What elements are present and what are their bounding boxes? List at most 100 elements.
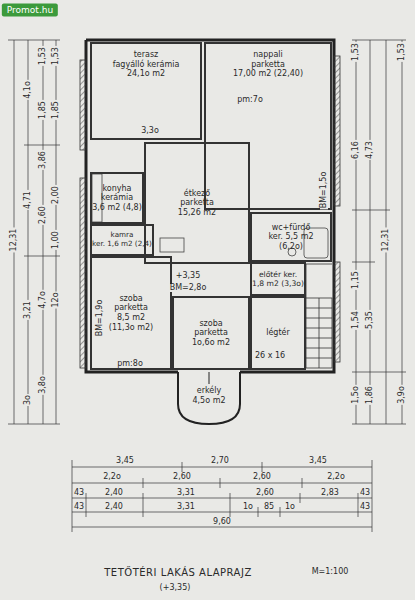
dimension-label: 9,60	[212, 518, 232, 526]
dimension-label: 12,31	[10, 228, 18, 253]
dimension-label: 2,00	[52, 185, 60, 205]
dimension-label: 3,31	[176, 489, 196, 497]
dimension-label: 2,60	[255, 489, 275, 497]
dimension-label: 85	[263, 503, 275, 511]
room-label: 3,6 m2 (4,8)	[92, 203, 142, 213]
dimension-label: (+3,35)	[159, 584, 192, 592]
dimension-label: 1,00	[52, 230, 60, 250]
room-label: ker. 1,6 m2 (2,4)	[92, 240, 152, 249]
dimension-label: 1,85	[39, 100, 47, 120]
outer-walls	[86, 40, 334, 372]
dimension-label: 2,60	[39, 205, 47, 225]
room-label: nappali	[253, 50, 282, 60]
dimension-label: BM=2,8o	[169, 284, 208, 292]
dimension-label: 1,53	[398, 42, 406, 62]
dimension-label: 4,1o	[24, 80, 32, 100]
dimension-label: 4,71	[24, 190, 32, 210]
dimension-label: 6,16	[352, 140, 360, 160]
room-label: 15,26 m2	[178, 208, 216, 218]
room-label: ker. 5,5 m2	[268, 232, 313, 242]
dimension-label: 43	[359, 489, 371, 497]
dimension-label: pm:8o	[116, 360, 144, 368]
dimension-label: 3,3o	[140, 127, 160, 135]
dimension-label: 43	[73, 503, 85, 511]
dimension-label: BM=1,5o	[320, 171, 328, 210]
dimension-label: 3,9o	[398, 385, 406, 405]
dimension-label: 3,45	[308, 457, 328, 465]
dimension-lines	[8, 40, 406, 532]
dimension-label: 43	[73, 489, 85, 497]
dimension-label: 4,7o	[39, 290, 47, 310]
drawing-title: TETŐTÉRI LAKÁS ALAPRAJZ	[104, 567, 252, 578]
room-label: légtér	[266, 328, 290, 338]
dimension-label: 4,73	[366, 140, 374, 160]
wall-hatching	[80, 56, 340, 368]
dimension-label: 2,83	[320, 489, 340, 497]
room: kamraker. 1,6 m2 (2,4)	[90, 224, 154, 256]
dimension-label: 5,35	[366, 310, 374, 330]
room-label: étkező	[184, 189, 210, 199]
room-label: (6,2o)	[279, 242, 303, 252]
dimension-label: 1,53	[52, 46, 60, 66]
room: teraszfagyálló kerámia24,1o m2	[90, 42, 202, 140]
furniture	[92, 174, 328, 258]
dimension-label: 3,8o	[39, 375, 47, 395]
dimension-label: 1,5o	[352, 385, 360, 405]
dimension-label: 1,86	[366, 385, 374, 405]
room-label: kamra	[111, 231, 134, 240]
dimension-label: 2,60	[172, 473, 192, 481]
dimension-label: 1o	[242, 503, 254, 511]
dimension-label: 1,53	[39, 46, 47, 66]
dimension-label: 3o	[24, 394, 32, 406]
dimension-label: 2,60	[252, 473, 272, 481]
dimension-label: 3,21	[24, 300, 32, 320]
dimension-label: 1,85	[52, 100, 60, 120]
room-label: parketta	[194, 328, 228, 338]
dimension-label: 2,2o	[326, 473, 346, 481]
room: szobaparketta1o,6o m2	[172, 296, 250, 370]
dimension-label: +3,35	[175, 272, 202, 280]
room-label: szoba	[199, 319, 222, 329]
room: előtér ker.1,8 m2 (3,3o)	[250, 262, 306, 296]
watermark: Promot.hu	[2, 4, 58, 17]
room-label: parketta	[251, 60, 285, 70]
room-label: szoba	[119, 294, 142, 304]
dimension-label: pm:7o	[236, 96, 264, 104]
room-label: 1o,6o m2	[192, 338, 230, 348]
room-label: 4,5o m2	[192, 396, 225, 406]
dimension-label: 2,40	[104, 489, 124, 497]
dimension-label: 2,2o	[102, 473, 122, 481]
room-label: kerámia	[101, 193, 133, 203]
dimension-label: 3,86	[39, 150, 47, 170]
stair-symbol	[306, 264, 332, 368]
room-label: 8,5 m2	[117, 313, 145, 323]
room: konyhakerámia3,6 m2 (4,8)	[90, 172, 144, 224]
room: wc+fürdőker. 5,5 m2(6,2o)	[250, 212, 332, 262]
room-label: parketta	[180, 198, 214, 208]
dimension-label: 26 x 16	[254, 352, 286, 360]
dimension-label: 1,15	[352, 270, 360, 290]
dimension-label: 43	[359, 503, 371, 511]
dimension-label: 12,31	[382, 228, 390, 253]
room-label: 1,8 m2 (3,3o)	[252, 279, 304, 288]
room-label: 24,1o m2	[127, 69, 165, 79]
room: erkély4,5o m2	[180, 374, 238, 418]
room-label: 17,00 m2 (22,40)	[233, 69, 303, 79]
room-label: fagyálló kerámia	[113, 60, 180, 70]
room-label: konyha	[102, 184, 131, 194]
room-label: terasz	[134, 50, 159, 60]
dimension-label: 3,45	[115, 457, 135, 465]
room: nappaliparketta17,00 m2 (22,40)	[204, 42, 332, 210]
room-label: (11,3o m2)	[109, 323, 153, 333]
room-label: parketta	[114, 303, 148, 313]
dimension-label: 12o	[52, 291, 60, 308]
dimension-label: 1o	[284, 503, 296, 511]
dimension-label: 3,31	[176, 503, 196, 511]
dimension-label: BM=1,9o	[96, 299, 104, 338]
balcony-outline	[178, 372, 240, 424]
dimension-label: 2,70	[210, 457, 230, 465]
dimension-label: 2,40	[104, 503, 124, 511]
room-label: wc+fürdő	[272, 223, 311, 233]
room-label: előtér ker.	[259, 270, 297, 279]
